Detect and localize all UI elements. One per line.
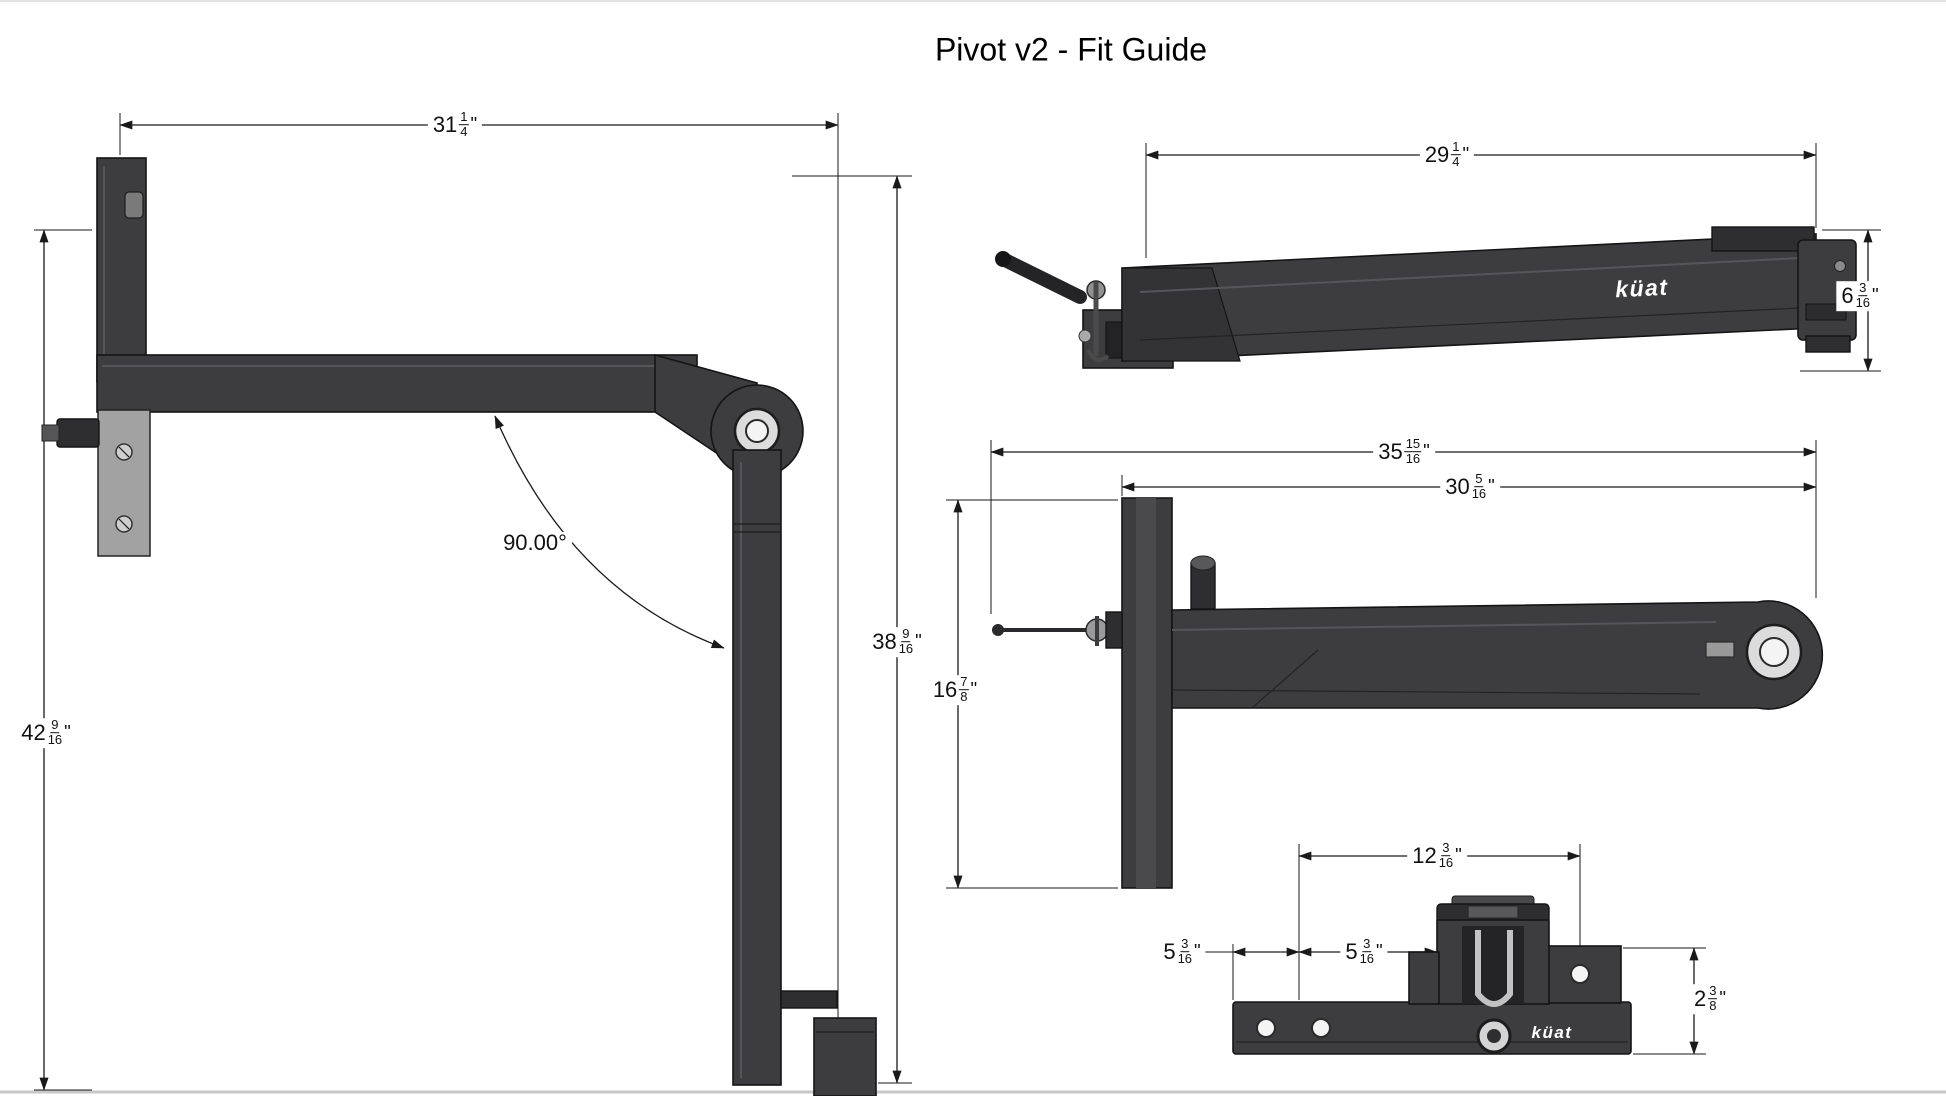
- dim-side-angle: 90.00°: [498, 532, 572, 554]
- dim-whole: 5: [1163, 939, 1176, 964]
- inch-mark: ": [470, 113, 478, 135]
- end-cap-panel: [1805, 303, 1847, 321]
- inch-mark: ": [1462, 143, 1470, 165]
- dim-whole: 29: [1424, 142, 1450, 167]
- dim-whole: 6: [1841, 283, 1854, 308]
- tower-channel: [1462, 926, 1524, 1004]
- crossbar-channel: [1136, 498, 1156, 888]
- beam-top-block: [1711, 226, 1815, 252]
- end-cap-screw: [1834, 260, 1846, 272]
- dim-whole: 30: [1445, 474, 1470, 499]
- brand-logo-folded: küat: [1615, 274, 1670, 303]
- foot-block: [813, 1017, 877, 1096]
- hand-knob: [56, 418, 100, 448]
- folded-view: küat: [995, 143, 1881, 372]
- latch-hook: [1086, 349, 1110, 362]
- lever-tip: [995, 251, 1011, 267]
- foot-tab: [780, 990, 838, 1009]
- adjust-knob-cap: [1190, 555, 1216, 571]
- dim-whole: 12: [1412, 843, 1437, 868]
- inch-mark: ": [1376, 940, 1383, 962]
- latch-clip: [1078, 329, 1092, 343]
- inch-mark: ": [1194, 940, 1201, 962]
- swing-arm: [96, 354, 698, 413]
- dim-whole: 5: [1345, 939, 1358, 964]
- pivot-hole-top: [1759, 637, 1789, 667]
- dim-whole: 16: [932, 677, 958, 702]
- hitch-bar-hole-1: [1256, 1018, 1276, 1038]
- hand-knob-cap: [41, 424, 60, 442]
- dim-whole: 31: [432, 112, 458, 137]
- inch-mark: ": [1488, 475, 1495, 497]
- front-view: küat: [1190, 844, 1706, 1055]
- side-view: [34, 113, 912, 1096]
- right-plate-hole: [1570, 964, 1590, 984]
- lock-plate: [97, 409, 151, 557]
- tower-step: [1408, 951, 1440, 1005]
- lever-handle: [998, 253, 1087, 304]
- dim-whole: 42: [21, 720, 46, 745]
- front-view-part: küat: [1232, 895, 1632, 1055]
- inch-mark: ": [1872, 284, 1879, 306]
- hitch-pin: [124, 191, 144, 219]
- top-view-part: [992, 497, 1824, 889]
- inch-mark: ": [1455, 844, 1462, 866]
- inch-mark: ": [970, 678, 978, 700]
- page-title: Pivot v2 - Fit Guide: [934, 31, 1208, 68]
- hitch-bar-hole-2: [1311, 1018, 1331, 1038]
- tower-mechanism: [1467, 905, 1519, 919]
- u-bracket: [1475, 930, 1513, 1007]
- dim-whole: 2: [1693, 986, 1707, 1011]
- folded-view-part: küat: [995, 226, 1857, 369]
- latch-bracket-top: [1105, 611, 1123, 649]
- brand-logo-front: küat: [1532, 1023, 1573, 1042]
- pivot-latch-plate: [1705, 641, 1735, 658]
- adjust-knob: [1190, 562, 1216, 610]
- dim-whole: 38: [872, 629, 897, 654]
- top-view: [946, 440, 1824, 889]
- inch-mark: ": [915, 630, 922, 652]
- end-cap-tab: [1805, 335, 1851, 353]
- angle-value: 90.00°: [503, 530, 567, 555]
- inch-mark: ": [1423, 440, 1430, 462]
- folded-view-dimension-lines: [1145, 143, 1881, 372]
- pivot-hole: [745, 419, 769, 443]
- inch-mark: ": [1719, 987, 1727, 1009]
- base-knob-center: [1487, 1029, 1501, 1043]
- inch-mark: ": [64, 721, 71, 743]
- dim-whole: 35: [1378, 439, 1403, 464]
- side-view-part: [41, 157, 877, 1096]
